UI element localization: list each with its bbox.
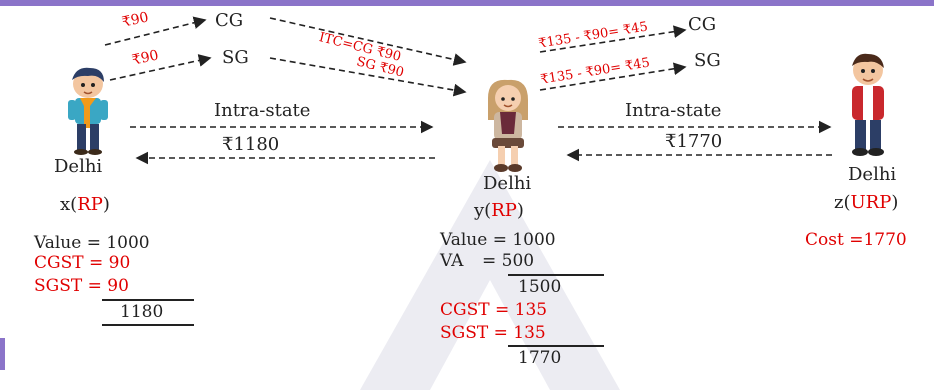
y-to-sg-arrow bbox=[539, 62, 687, 91]
flow-arrows bbox=[104, 16, 832, 165]
sg-to-y-arrow bbox=[269, 57, 467, 97]
x-party-label: x(RP) bbox=[60, 194, 110, 215]
x-to-sg-arrow bbox=[109, 54, 212, 81]
y-cg-label: CG bbox=[688, 14, 717, 35]
x-sgst-line: SGST = 90 bbox=[34, 276, 129, 296]
person-x-figure bbox=[68, 67, 108, 155]
y-sgst-line: SGST = 135 bbox=[440, 323, 546, 343]
person-y-figure bbox=[488, 79, 528, 172]
intra-state-label-1: Intra-state bbox=[214, 100, 311, 121]
x-status: RP bbox=[77, 194, 103, 215]
z-party-label: z(URP) bbox=[834, 192, 899, 213]
y-status: RP bbox=[491, 200, 517, 221]
x-city: Delhi bbox=[54, 156, 103, 177]
x-cgst-line: CGST = 90 bbox=[34, 253, 131, 273]
y-to-cg-arrow bbox=[539, 25, 687, 53]
x-to-cg-arrow bbox=[104, 16, 207, 46]
cg-label: CG bbox=[215, 10, 244, 31]
y-value-line: Value = 1000 bbox=[440, 230, 556, 250]
amount-label-1: ₹1180 bbox=[222, 134, 280, 155]
watermark-logo bbox=[360, 160, 620, 390]
y-total: 1770 bbox=[518, 348, 562, 368]
x-total-bottom-rule bbox=[102, 324, 194, 326]
y-party-label: y(RP) bbox=[474, 200, 524, 221]
y-va-value: = 500 bbox=[482, 251, 535, 271]
top-accent-bar bbox=[0, 0, 934, 6]
y-sg-label: SG bbox=[694, 50, 721, 71]
amount-label-2: ₹1770 bbox=[665, 131, 723, 152]
cg-to-y-arrow bbox=[269, 17, 467, 66]
y-subtotal: 1500 bbox=[518, 277, 562, 297]
y-city: Delhi bbox=[483, 173, 532, 194]
y-va-label: VA bbox=[440, 251, 464, 271]
x-value-line: Value = 1000 bbox=[34, 233, 150, 253]
z-cost-line: Cost =1770 bbox=[805, 230, 907, 250]
x-total-top-rule bbox=[102, 299, 194, 301]
z-city: Delhi bbox=[848, 164, 897, 185]
left-accent-bar bbox=[0, 338, 5, 370]
person-z-figure bbox=[852, 53, 884, 156]
sg-label: SG bbox=[222, 47, 249, 68]
intra-state-label-2: Intra-state bbox=[625, 100, 722, 121]
y-cgst-line: CGST = 135 bbox=[440, 300, 548, 320]
y-total-rule bbox=[508, 345, 604, 347]
x-total: 1180 bbox=[120, 302, 164, 322]
z-status: URP bbox=[850, 192, 892, 213]
y-subtotal-rule bbox=[508, 274, 604, 276]
